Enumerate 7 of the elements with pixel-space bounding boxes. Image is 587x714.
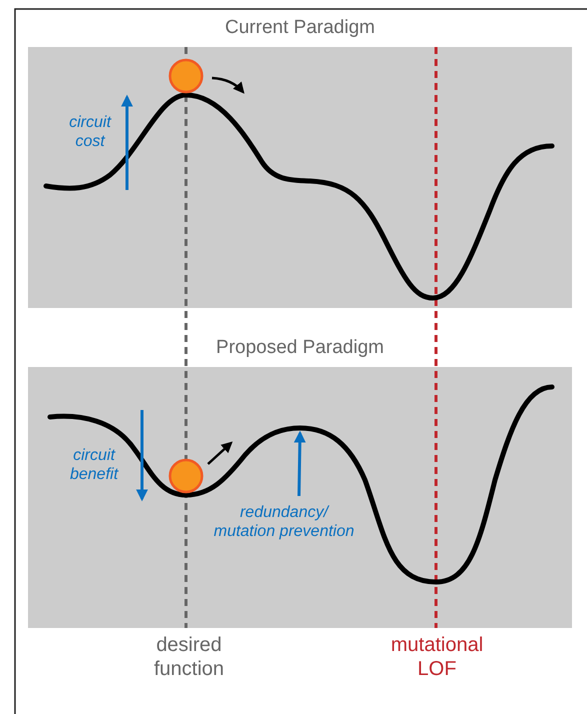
panel-heading: Proposed Paradigm [216,337,384,359]
annotation-text: circuit benefit [70,446,118,484]
panel-heading: Current Paradigm [225,17,375,39]
annotation-text: redundancy/ mutation prevention [214,502,354,542]
annotation-text: circuit cost [69,112,111,152]
axis-marker-label: mutational LOF [390,633,484,681]
axis-marker-label: desired function [154,633,224,681]
